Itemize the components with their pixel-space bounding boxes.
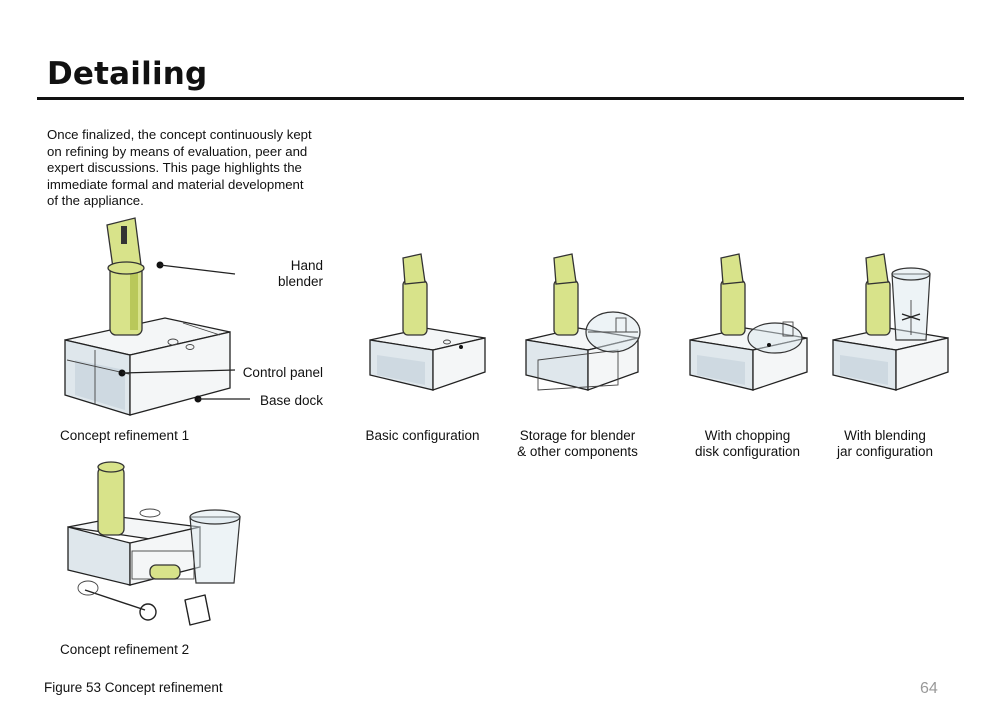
page-title: Detailing <box>47 56 208 92</box>
storage-configuration-label: Storage for blender & other components <box>517 428 638 459</box>
storage-configuration-sketch <box>525 253 641 391</box>
chopping-disk-configuration-label: With chopping disk configuration <box>694 428 801 459</box>
page-number: 64 <box>920 680 938 697</box>
concept-refinement-1-sketch <box>64 217 250 416</box>
blending-jar-configuration-label: With blending jar configuration <box>836 428 934 459</box>
intro-paragraph: Once finalized, the concept continuously… <box>47 127 312 208</box>
chopping-disk-configuration-sketch <box>689 253 808 391</box>
concept-refinement-2-label: Concept refinement 2 <box>60 642 190 657</box>
callout-base-dock: Base dock <box>259 393 323 408</box>
basic-configuration-sketch <box>369 253 486 391</box>
figure-caption: Figure 53 Concept refinement <box>44 680 223 695</box>
basic-configuration-label: Basic configuration <box>365 428 480 443</box>
concept-refinement-1-label: Concept refinement 1 <box>60 428 190 443</box>
callout-control-panel: Control panel <box>242 365 323 380</box>
callout-hand-blender: Hand blender <box>277 258 323 289</box>
blending-jar-configuration-sketch <box>832 253 949 391</box>
concept-refinement-2-sketch <box>67 461 241 626</box>
title-rule <box>37 97 964 100</box>
